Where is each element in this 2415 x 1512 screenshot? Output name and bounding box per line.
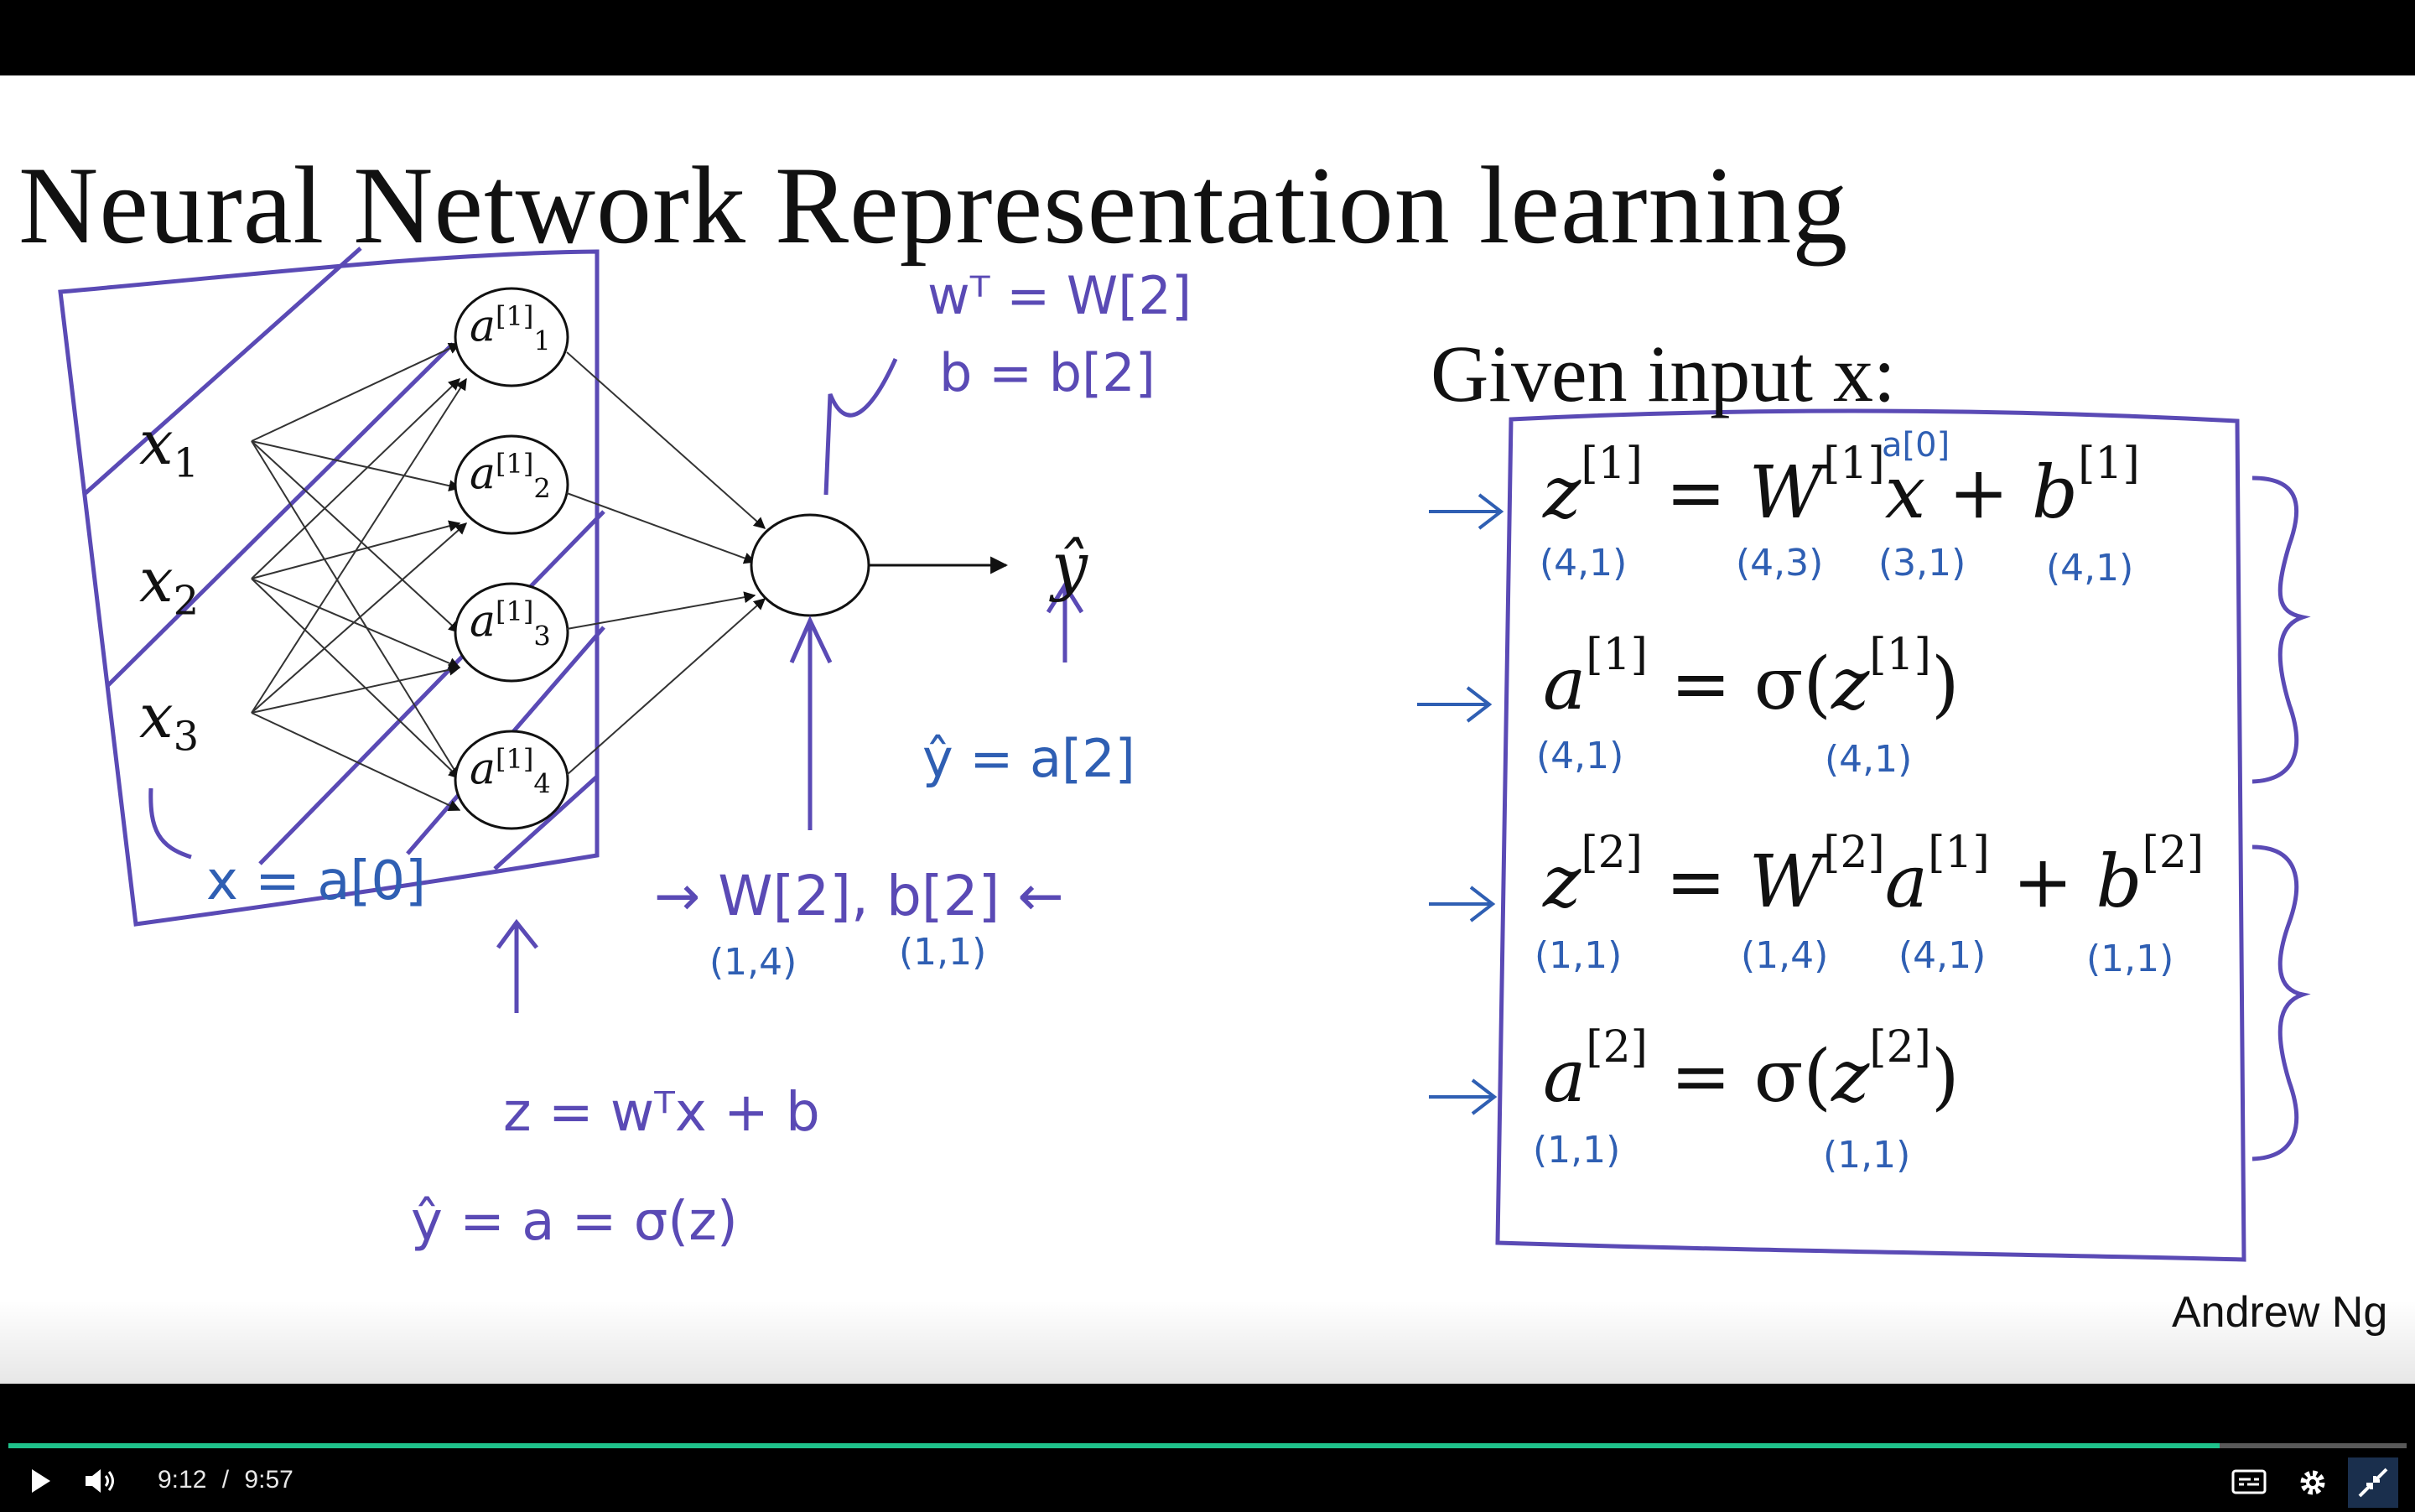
top-black-bar: [0, 0, 2415, 75]
time-separator: /: [221, 1466, 230, 1494]
settings-button[interactable]: [2296, 1466, 2329, 1499]
bottom-gradient: [0, 1300, 2415, 1384]
equation-z2: z[2] = W[2]a[1] + b[2]: [1543, 828, 2205, 924]
equation-z1: z[1] = W[1]x + b[1]: [1543, 439, 2140, 535]
dim-z2-0: (1,1): [1535, 934, 1623, 977]
duration: 9:57: [244, 1466, 293, 1494]
author-watermark: Andrew Ng: [2172, 1288, 2388, 1337]
hidden-a2: a[1]2: [470, 448, 551, 505]
progress-fill: [8, 1443, 2220, 1448]
hw-w2-b2: → W[2], b[2] ←: [654, 864, 1064, 928]
dim-a2-0: (1,1): [1533, 1129, 1621, 1172]
dim-z2-2: (4,1): [1898, 934, 1987, 977]
dim-z2-1: (1,4): [1741, 934, 1829, 977]
exit-fullscreen-button[interactable]: [2348, 1457, 2398, 1508]
hw-b2-dim: (1,1): [899, 931, 987, 974]
input-x3: x3: [139, 681, 200, 761]
dim-z1-0: (4,1): [1540, 542, 1628, 585]
exit-fullscreen-icon: [2358, 1468, 2388, 1498]
equation-box: [1495, 408, 2246, 1262]
hw-z-eq: z = wᵀx + b: [503, 1082, 820, 1144]
play-icon: [32, 1469, 50, 1493]
dim-z2-3: (1,1): [2086, 938, 2174, 980]
hidden-a1: a[1]1: [470, 300, 551, 357]
hw-b-equals: b = b[2]: [939, 342, 1156, 403]
dim-a2-1: (1,1): [1823, 1134, 1911, 1177]
volume-icon: [86, 1469, 114, 1493]
captions-button[interactable]: [2231, 1466, 2267, 1499]
hw-yhat-a2: ŷ = a[2]: [922, 728, 1135, 789]
hw-w-transpose: wᵀ = W[2]: [927, 265, 1192, 326]
hidden-layer-box: [58, 249, 600, 927]
slide: Neural Network Representation learning: [0, 75, 2415, 1384]
captions-icon: [2231, 1469, 2267, 1494]
progress-bar[interactable]: [8, 1443, 2407, 1448]
play-button[interactable]: [25, 1466, 59, 1499]
time-display: 9:12 / 9:57: [158, 1466, 293, 1494]
dim-z1-1: (4,3): [1736, 542, 1824, 585]
network-diagram: [58, 247, 2311, 1262]
current-time: 9:12: [158, 1466, 207, 1494]
hw-w2-dim: (1,4): [709, 941, 797, 984]
equation-a1: a[1] = σ(z[1]): [1543, 630, 1960, 726]
hw-yhat-sigma: ŷ = a = σ(z): [411, 1191, 738, 1253]
hidden-a4: a[1]4: [470, 743, 551, 800]
slide-title: Neural Network Representation learning: [18, 143, 1849, 267]
hw-x-a0: x = a[0]: [206, 850, 427, 912]
given-heading: Given input x:: [1431, 329, 1896, 418]
dim-z1-3: (4,1): [2046, 547, 2134, 590]
output-y-hat: ŷ: [1052, 528, 1088, 603]
dim-a1-0: (4,1): [1536, 735, 1624, 777]
hidden-a3: a[1]3: [470, 595, 551, 652]
gear-icon: [2300, 1470, 2325, 1495]
volume-button[interactable]: [82, 1466, 119, 1499]
dim-z1-2: (3,1): [1878, 542, 1966, 585]
dim-a1-1: (4,1): [1825, 738, 1913, 781]
hw-a0-over-x: a[0]: [1882, 426, 1950, 465]
input-x2: x2: [139, 545, 200, 625]
equation-a2: a[2] = σ(z[2]): [1543, 1022, 1960, 1119]
input-x1: x1: [139, 408, 200, 487]
